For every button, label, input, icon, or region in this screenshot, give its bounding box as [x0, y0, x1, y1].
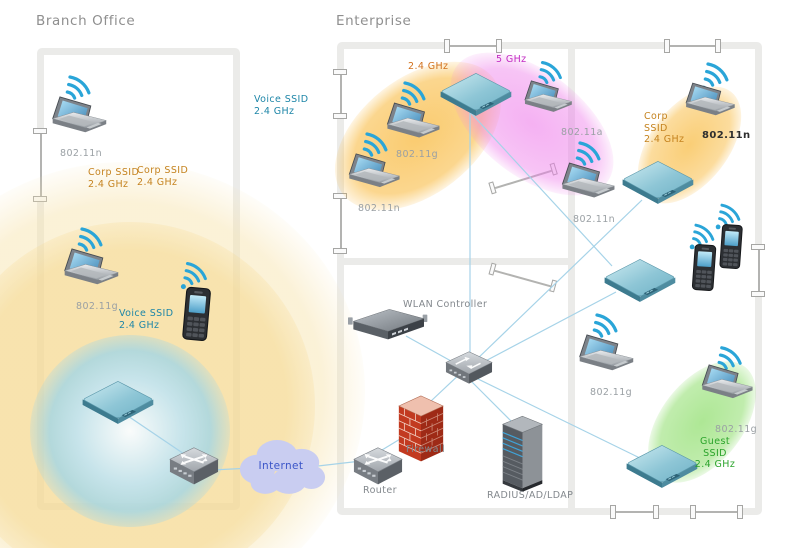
corp-ssid-label: Corp SSID 2.4 GHz [644, 111, 685, 145]
window-symbol [758, 248, 760, 293]
laptop-label: 802.11a [561, 127, 603, 138]
window-cap [333, 69, 347, 75]
access-point-icon [602, 256, 678, 308]
enterprise-interior-vertical-wall [568, 49, 575, 508]
branch-office-title: Branch Office [36, 13, 136, 29]
voice-ssid-label: Voice SSID 2.4 GHz [254, 94, 309, 117]
window-symbol [340, 197, 342, 250]
window-cap [690, 505, 696, 519]
window-symbol [667, 45, 718, 47]
window-cap [333, 113, 347, 119]
laptop-icon [48, 96, 110, 145]
router-icon [352, 444, 404, 490]
window-cap [751, 291, 765, 297]
ip-phone-icon [180, 286, 214, 343]
window-cap [751, 244, 765, 250]
access-point-icon [438, 70, 514, 122]
voice-ssid-label: Voice SSID 2.4 GHz [119, 308, 174, 331]
router-label: Router [363, 485, 397, 496]
corp-ssid-label: Corp SSID 2.4 GHz [137, 165, 189, 188]
firewall-label: Firewall [406, 444, 446, 455]
enterprise-title: Enterprise [336, 13, 412, 29]
internet-label: Internet [258, 460, 304, 472]
window-cap [444, 39, 450, 53]
window-cap [610, 505, 616, 519]
laptop-label: 802.11n [573, 214, 616, 225]
laptop-icon [575, 334, 637, 383]
wlan-controller-label: WLAN Controller [403, 299, 488, 310]
radius-server-icon [500, 414, 545, 494]
window-symbol [340, 73, 342, 115]
switch-icon [444, 350, 494, 389]
laptop-label: 802.11g [715, 424, 758, 435]
window-cap [664, 39, 670, 53]
laptop-icon [682, 82, 738, 127]
laptop-icon [345, 153, 403, 199]
laptop-label: 802.11n [358, 203, 401, 214]
router-icon [168, 444, 220, 490]
voice-ssid-coverage [30, 335, 230, 527]
enterprise-interior-horizontal-wall [344, 258, 568, 265]
laptop-label: 802.11n [60, 148, 103, 159]
access-point-icon [80, 378, 156, 430]
laptop-icon [558, 162, 618, 210]
ip-phone-icon [689, 243, 718, 293]
laptop-icon [521, 80, 575, 123]
corp-ssid-label: Corp SSID 2.4 GHz [88, 167, 140, 190]
laptop-label: 802.11g [76, 301, 119, 312]
window-symbol [613, 511, 656, 513]
window-cap [653, 505, 659, 519]
window-symbol [693, 511, 740, 513]
window-symbol [40, 132, 42, 198]
wlan-controller-icon [347, 306, 428, 342]
window-cap [333, 248, 347, 254]
access-point-icon [624, 442, 700, 494]
ip-phone-icon [716, 223, 745, 271]
laptop-icon [60, 248, 122, 297]
laptop-label: 802.11g [396, 149, 439, 160]
window-symbol [447, 45, 499, 47]
guest-ssid-label: Guest SSID 2.4 GHz [694, 436, 736, 470]
band-2-4ghz-label: 2.4 GHz [408, 61, 449, 72]
band-5ghz-label: 5 GHz [496, 54, 527, 65]
laptop-icon [698, 364, 756, 410]
laptop-label: 802.11g [590, 387, 633, 398]
window-cap [33, 128, 47, 134]
radius-server-label: RADIUS/AD/LDAP [487, 490, 574, 501]
laptop-label: 802.11n [702, 130, 751, 141]
access-point-icon [620, 158, 696, 210]
window-cap [737, 505, 743, 519]
window-cap [715, 39, 721, 53]
